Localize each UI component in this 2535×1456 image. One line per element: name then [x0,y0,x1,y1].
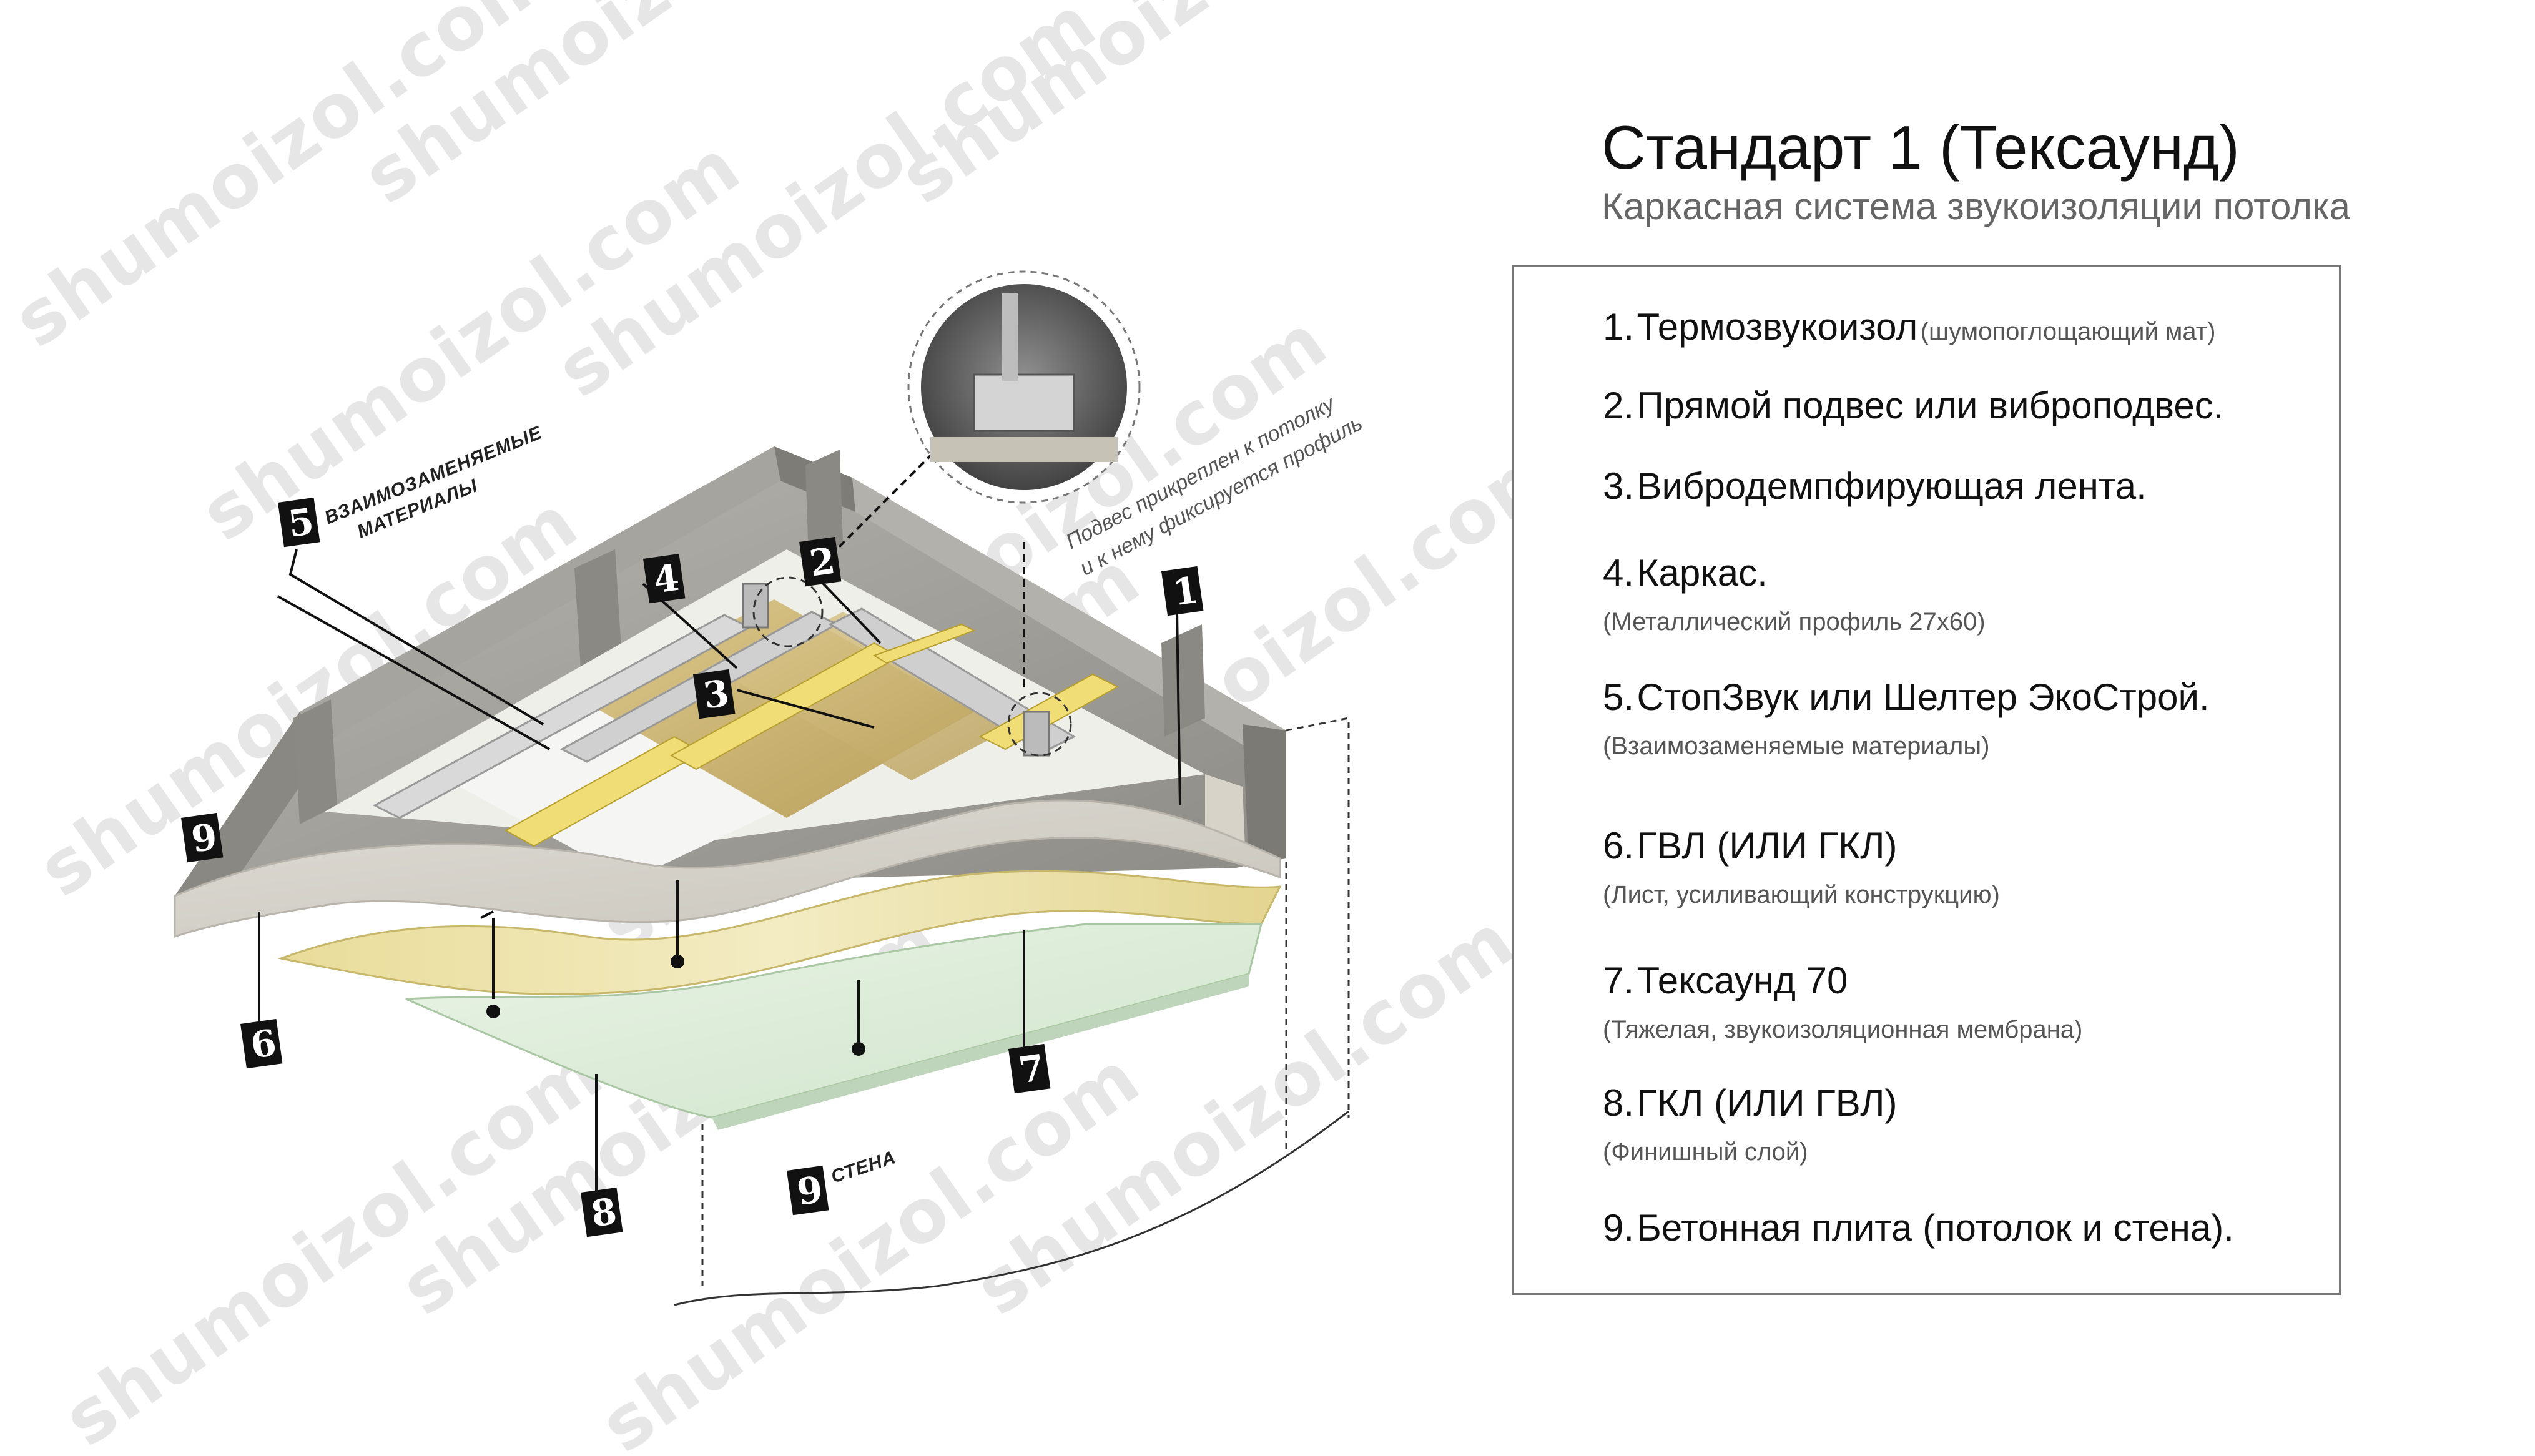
legend-num: 3. [1603,465,1635,507]
legend-num: 6. [1603,825,1635,867]
legend-num: 4. [1603,552,1635,594]
svg-text:8: 8 [588,1190,619,1236]
legend-title: Бетонная плита (потолок и стена). [1637,1207,2234,1249]
legend-item-9: 9. Бетонная плита (потолок и стена). [1603,1206,2234,1249]
legend-title: Тексаунд 70 [1637,960,1848,1001]
legend-note: (Финишный слой) [1603,1138,1808,1166]
hanger-photo-inset [907,270,1141,504]
svg-text:9: 9 [794,1168,825,1214]
legend-num: 8. [1603,1082,1635,1124]
legend-note: (Металлический профиль 27x60) [1603,608,1986,636]
legend-title: Вибродемпфирующая лента. [1637,465,2147,507]
badge-6: 6 [240,1018,283,1069]
legend-num: 2. [1603,385,1635,426]
gkl-finish [405,923,1263,1130]
page-subtitle: Каркасная система звукоизоляции потолка [1602,185,2350,227]
legend-box: 1. Термозвукоизол (шумопоглощающий мат) … [1512,265,2341,1295]
callout-wall: СТЕНА [829,1147,898,1188]
badge-8: 8 [581,1187,623,1237]
legend-item-5: 5. СтопЗвук или Шелтер ЭкоСтрой. (Взаимо… [1603,676,2210,760]
badge-4: 4 [643,553,686,604]
page-title: Стандарт 1 (Тексаунд) [1602,113,2240,182]
wall-outline [674,717,1350,1306]
badge-9-wall: 9 [787,1165,829,1216]
svg-text:5: 5 [285,500,316,546]
badge-2: 2 [799,536,842,587]
legend-note: (Лист, усиливающий конструкцию) [1603,881,2000,908]
legend-title: Каркас. [1637,552,1768,594]
legend-item-2: 2. Прямой подвес или виброподвес. [1603,384,2223,427]
svg-text:9: 9 [189,815,219,861]
legend-item-8: 8. ГКЛ (ИЛИ ГВЛ) (Финишный слой) [1603,1081,1897,1166]
legend-inline-note: (шумопоглощающий мат) [1920,318,2216,345]
gvl-board [174,799,1281,938]
badge-5: 5 [278,497,320,548]
badge-9-ceiling: 9 [181,812,224,863]
svg-text:1: 1 [1170,568,1201,614]
legend-title: Прямой подвес или виброподвес. [1637,385,2224,426]
legend-title: ГКЛ (ИЛИ ГВЛ) [1637,1082,1898,1124]
svg-text:3: 3 [701,672,731,717]
legend-num: 5. [1603,676,1635,718]
svg-text:7: 7 [1016,1046,1046,1092]
screws [480,880,865,1056]
legend-title: ГВЛ (ИЛИ ГКЛ) [1637,825,1898,867]
svg-text:4: 4 [651,556,681,602]
badge-7: 7 [1008,1043,1051,1094]
legend-item-1: 1. Термозвукоизол (шумопоглощающий мат) [1603,305,2215,348]
legend-item-3: 3. Вибродемпфирующая лента. [1603,465,2147,508]
legend-item-4: 4. Каркас. (Металлический профиль 27x60) [1603,551,1986,636]
badge-1: 1 [1161,566,1204,616]
svg-text:6: 6 [248,1021,278,1067]
legend-num: 7. [1603,960,1635,1001]
legend-title: Термозвукоизол [1637,306,1918,348]
legend-note: (Тяжелая, звукоизоляционная мембрана) [1603,1016,2083,1043]
svg-text:2: 2 [807,539,837,585]
badge-3: 3 [693,669,736,719]
legend-num: 1. [1603,306,1635,348]
legend-title: СтопЗвук или Шелтер ЭкоСтрой. [1637,676,2210,718]
legend-item-7: 7. Тексаунд 70 (Тяжелая, звукоизоляционн… [1603,959,2082,1044]
legend-note: (Взаимозаменяемые материалы) [1603,732,1990,760]
legend-num: 9. [1603,1207,1635,1249]
teksaund-membrane [277,870,1282,995]
legend-item-6: 6. ГВЛ (ИЛИ ГКЛ) (Лист, усиливающий конс… [1603,824,2000,909]
